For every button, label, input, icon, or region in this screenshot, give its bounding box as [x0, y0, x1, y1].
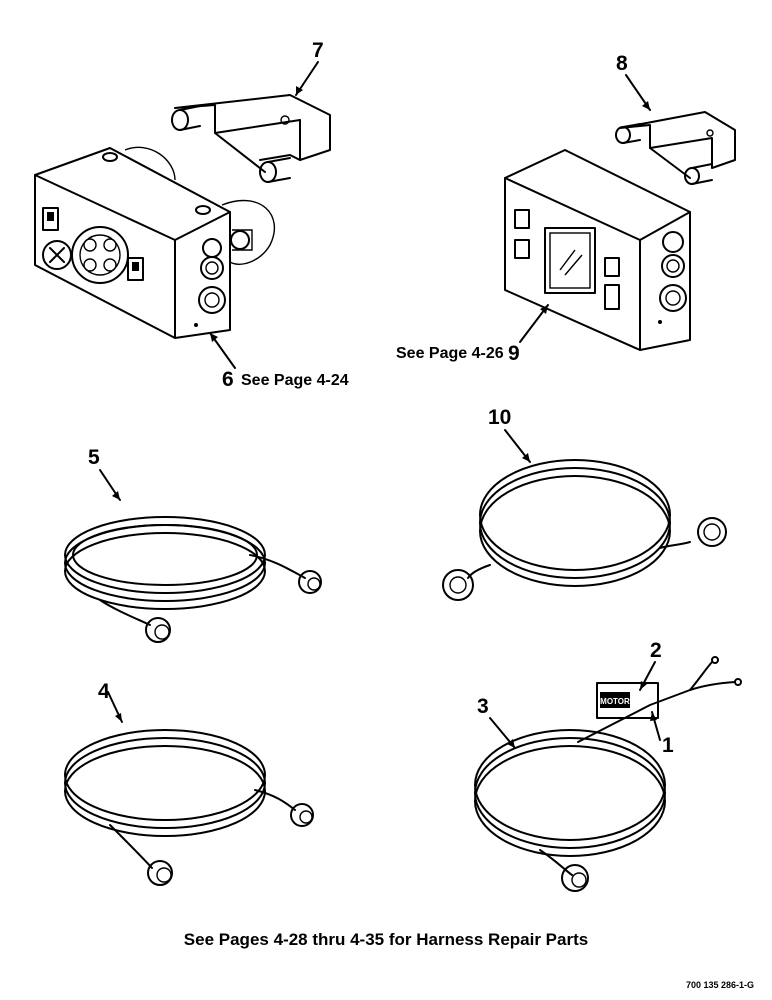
harness-10: [442, 459, 727, 601]
control-box-6: [34, 146, 276, 339]
harness-4: [64, 729, 314, 886]
callout-5: 5: [88, 446, 100, 469]
callout-10: 10: [488, 406, 511, 429]
bracket-7: [171, 94, 331, 183]
motor-tag-2: MOTOR: [596, 682, 659, 719]
harness-3: [474, 656, 742, 892]
harness-5: [64, 516, 322, 643]
callout-4: 4: [98, 680, 110, 703]
callout-7: 7: [312, 39, 324, 62]
callout-9: 9: [508, 342, 520, 365]
callout-3: 3: [477, 695, 489, 718]
motor-tag-label: MOTOR: [600, 697, 630, 706]
callout-6: 6: [222, 368, 234, 391]
bracket-8: [615, 111, 736, 185]
callout-2: 2: [650, 639, 662, 662]
display-box-9: [504, 149, 691, 351]
drawing-number: 700 135 286-1-G: [685, 980, 754, 990]
reference-item-9: See Page 4-26: [396, 345, 504, 362]
callout-1: 1: [662, 734, 674, 757]
callout-8: 8: [616, 52, 628, 75]
harness-repair-note: See Pages 4-28 thru 4-35 for Harness Rep…: [183, 930, 589, 949]
reference-item-6: See Page 4-24: [241, 372, 349, 389]
